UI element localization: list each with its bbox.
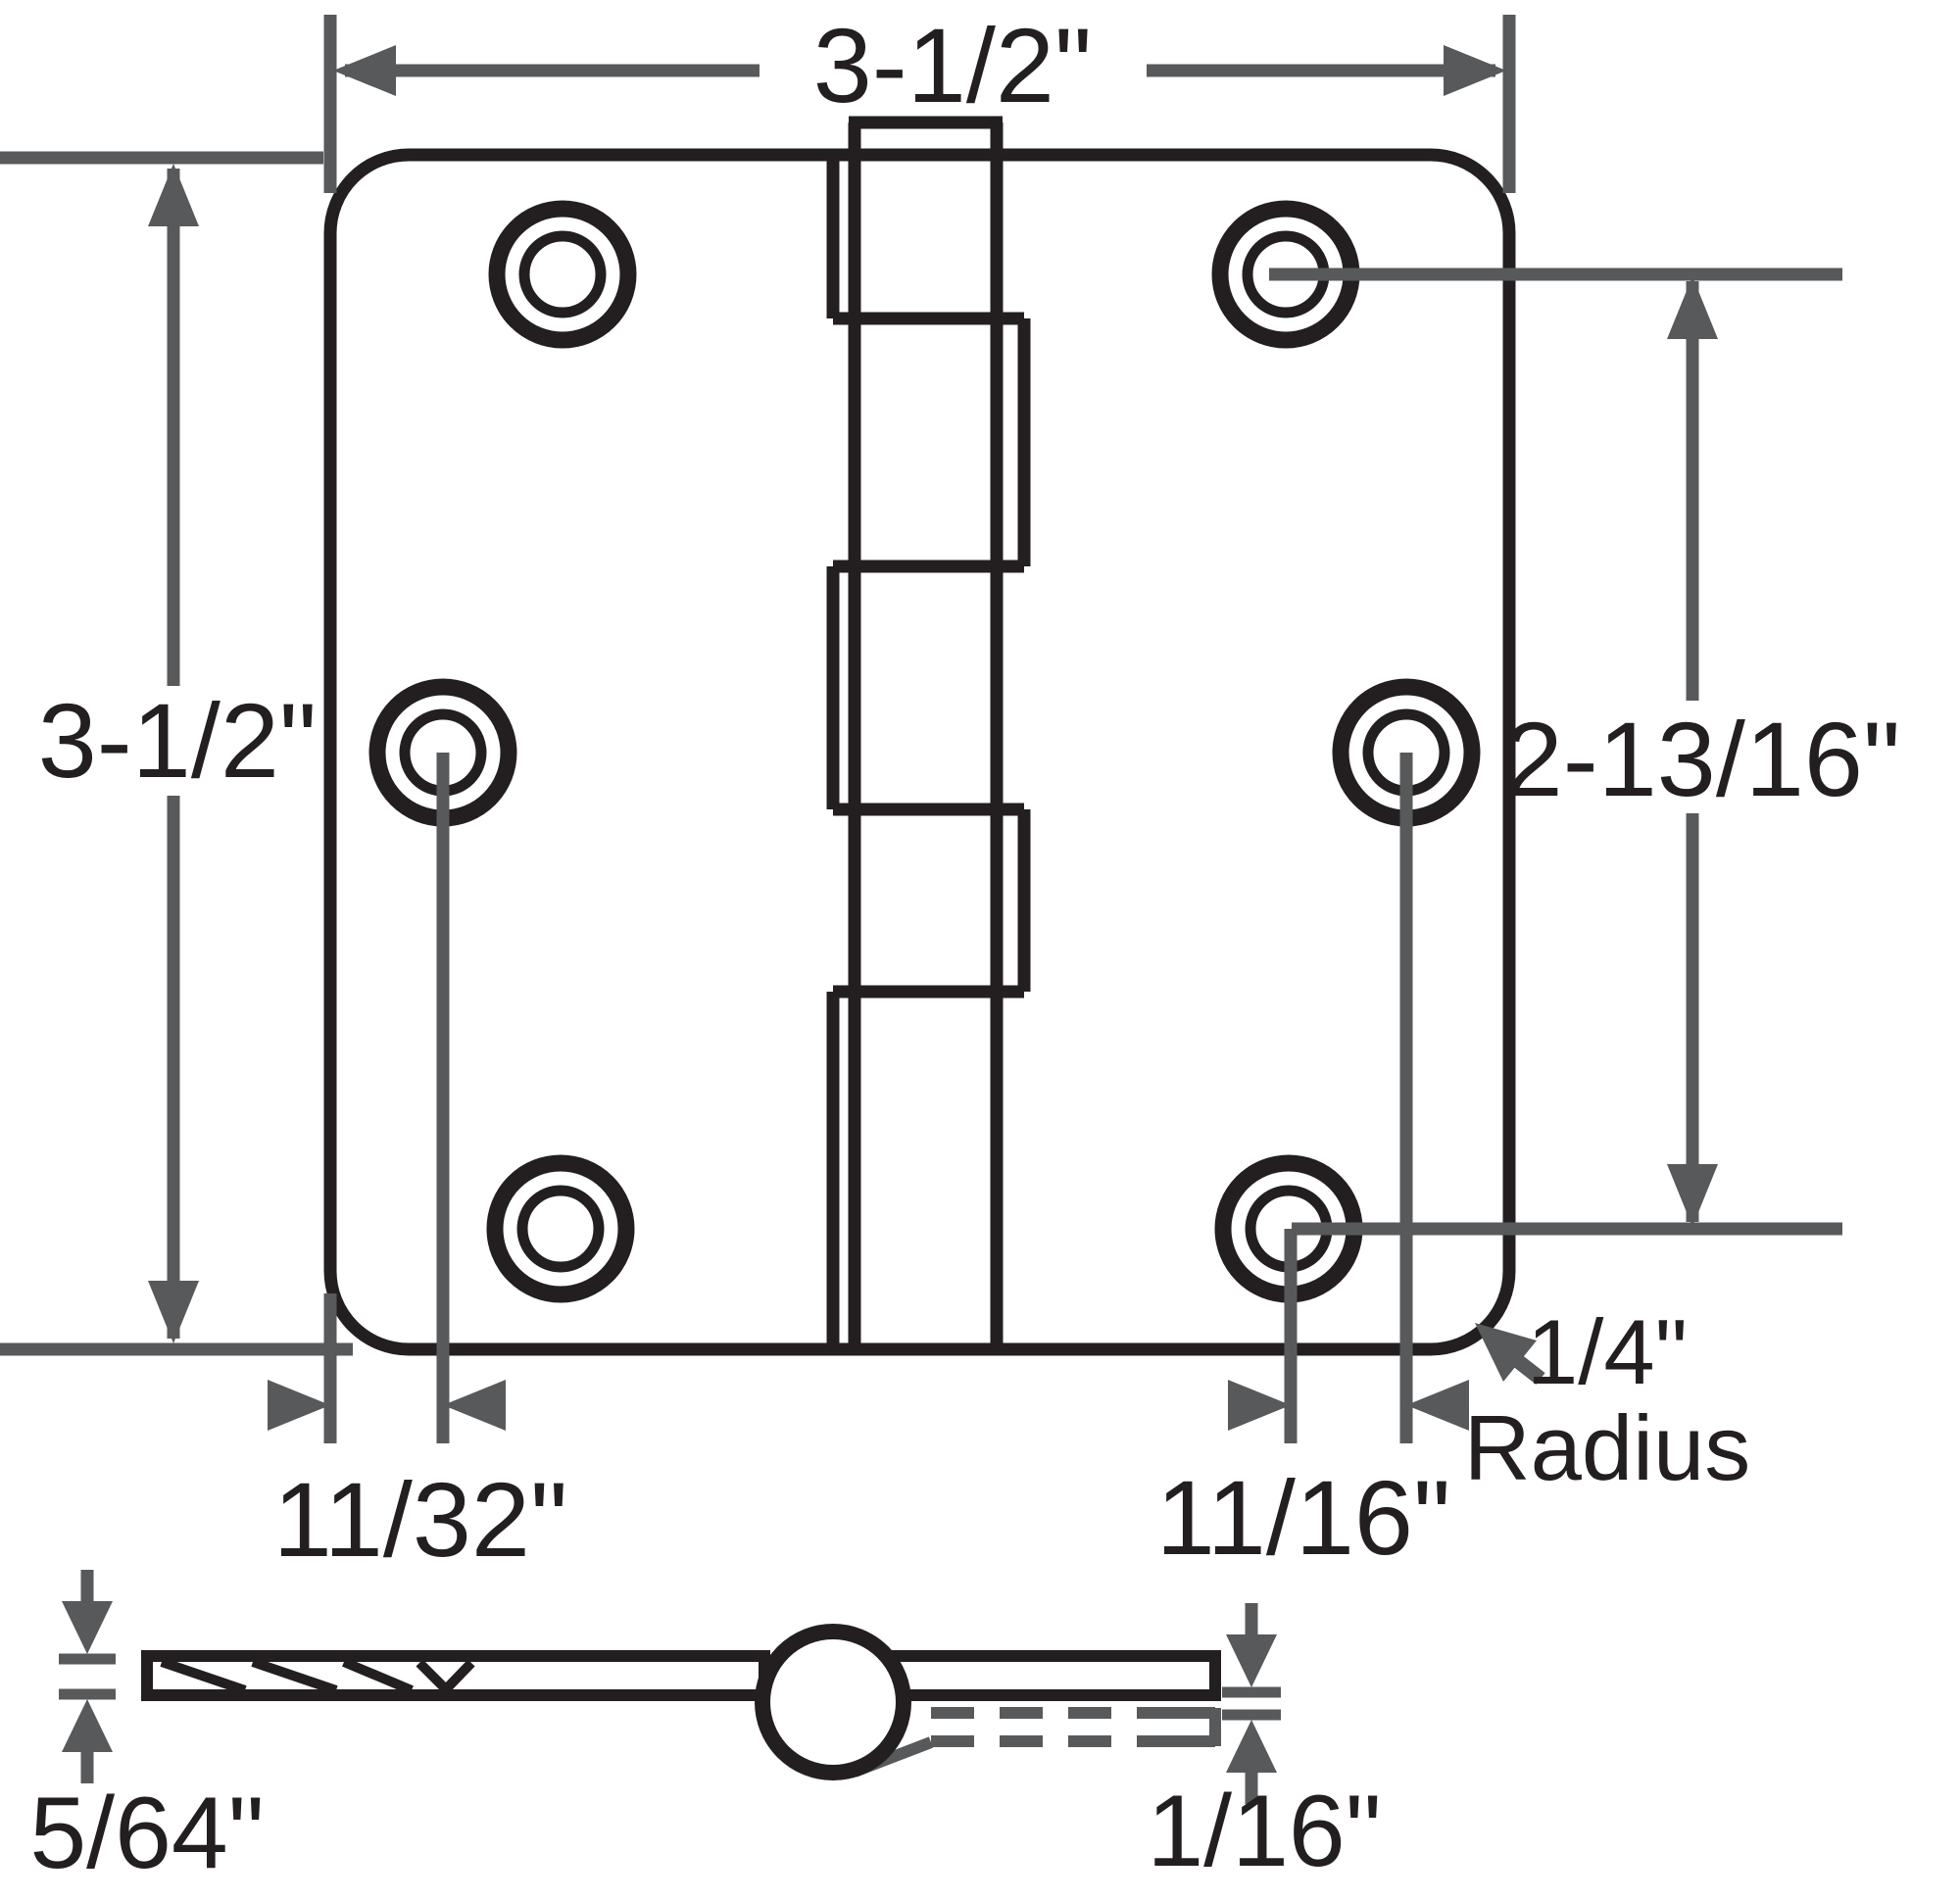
arrow-right-icon [1228,1380,1291,1431]
hole-span-label: 2-13/16" [1504,700,1901,818]
arrow-left-icon [333,45,396,96]
arrow-down-icon [1226,1634,1277,1687]
side-view-hidden-leaf [852,1707,1221,1778]
dimension-leaf-gap: 1/16" [1147,1603,1382,1888]
screw-hole-bottom-left [486,1154,635,1303]
arrow-up-icon [148,164,199,226]
arrow-up-icon [62,1699,113,1752]
side-view-left-leaf [141,1650,770,1701]
left-hole-offset-label: 11/32" [273,1460,568,1579]
arrow-up-icon [1667,276,1718,339]
hinge-plate-outline [323,148,1516,1356]
hinge-front-view [323,116,1516,1356]
arrow-down-icon [148,1281,199,1343]
side-view-leaf-hatching [160,1657,475,1695]
arrow-left-icon [443,1380,506,1431]
dimension-left-height: 3-1/2" [0,151,353,1356]
dimension-top-width: 3-1/2" [323,6,1516,193]
dimension-leaf-thickness: 5/64" [29,1570,265,1890]
top-width-label: 3-1/2" [813,6,1093,124]
screw-hole-top-left [488,200,637,349]
dimension-right-hole-offset: 11/16" [1156,753,1469,1577]
arrow-down-icon [62,1601,113,1654]
leaf-thickness-label: 5/64" [29,1777,264,1890]
side-view-barrel [755,1624,911,1780]
leaf-gap-label: 1/16" [1147,1775,1381,1888]
corner-radius-value-label: 1/4" [1527,1300,1688,1403]
dimension-left-hole-offset: 11/32" [268,753,567,1579]
hinge-side-view [141,1624,1221,1780]
arrow-right-icon [268,1380,330,1431]
arrow-up-icon [1226,1720,1277,1773]
corner-radius-word-label: Radius [1464,1396,1751,1499]
left-height-label: 3-1/2" [38,681,318,800]
side-view-right-leaf [881,1650,1221,1701]
dimension-hole-span: 2-13/16" [1269,268,1901,1236]
hinge-barrel [826,116,1031,1349]
arrow-left-icon [1406,1380,1469,1431]
arrow-down-icon [1667,1164,1718,1227]
arrow-up-left-icon [1475,1323,1537,1382]
corner-radius-callout: 1/4" Radius [1464,1300,1751,1499]
right-hole-offset-label: 11/16" [1156,1458,1451,1577]
arrow-right-icon [1444,45,1506,96]
